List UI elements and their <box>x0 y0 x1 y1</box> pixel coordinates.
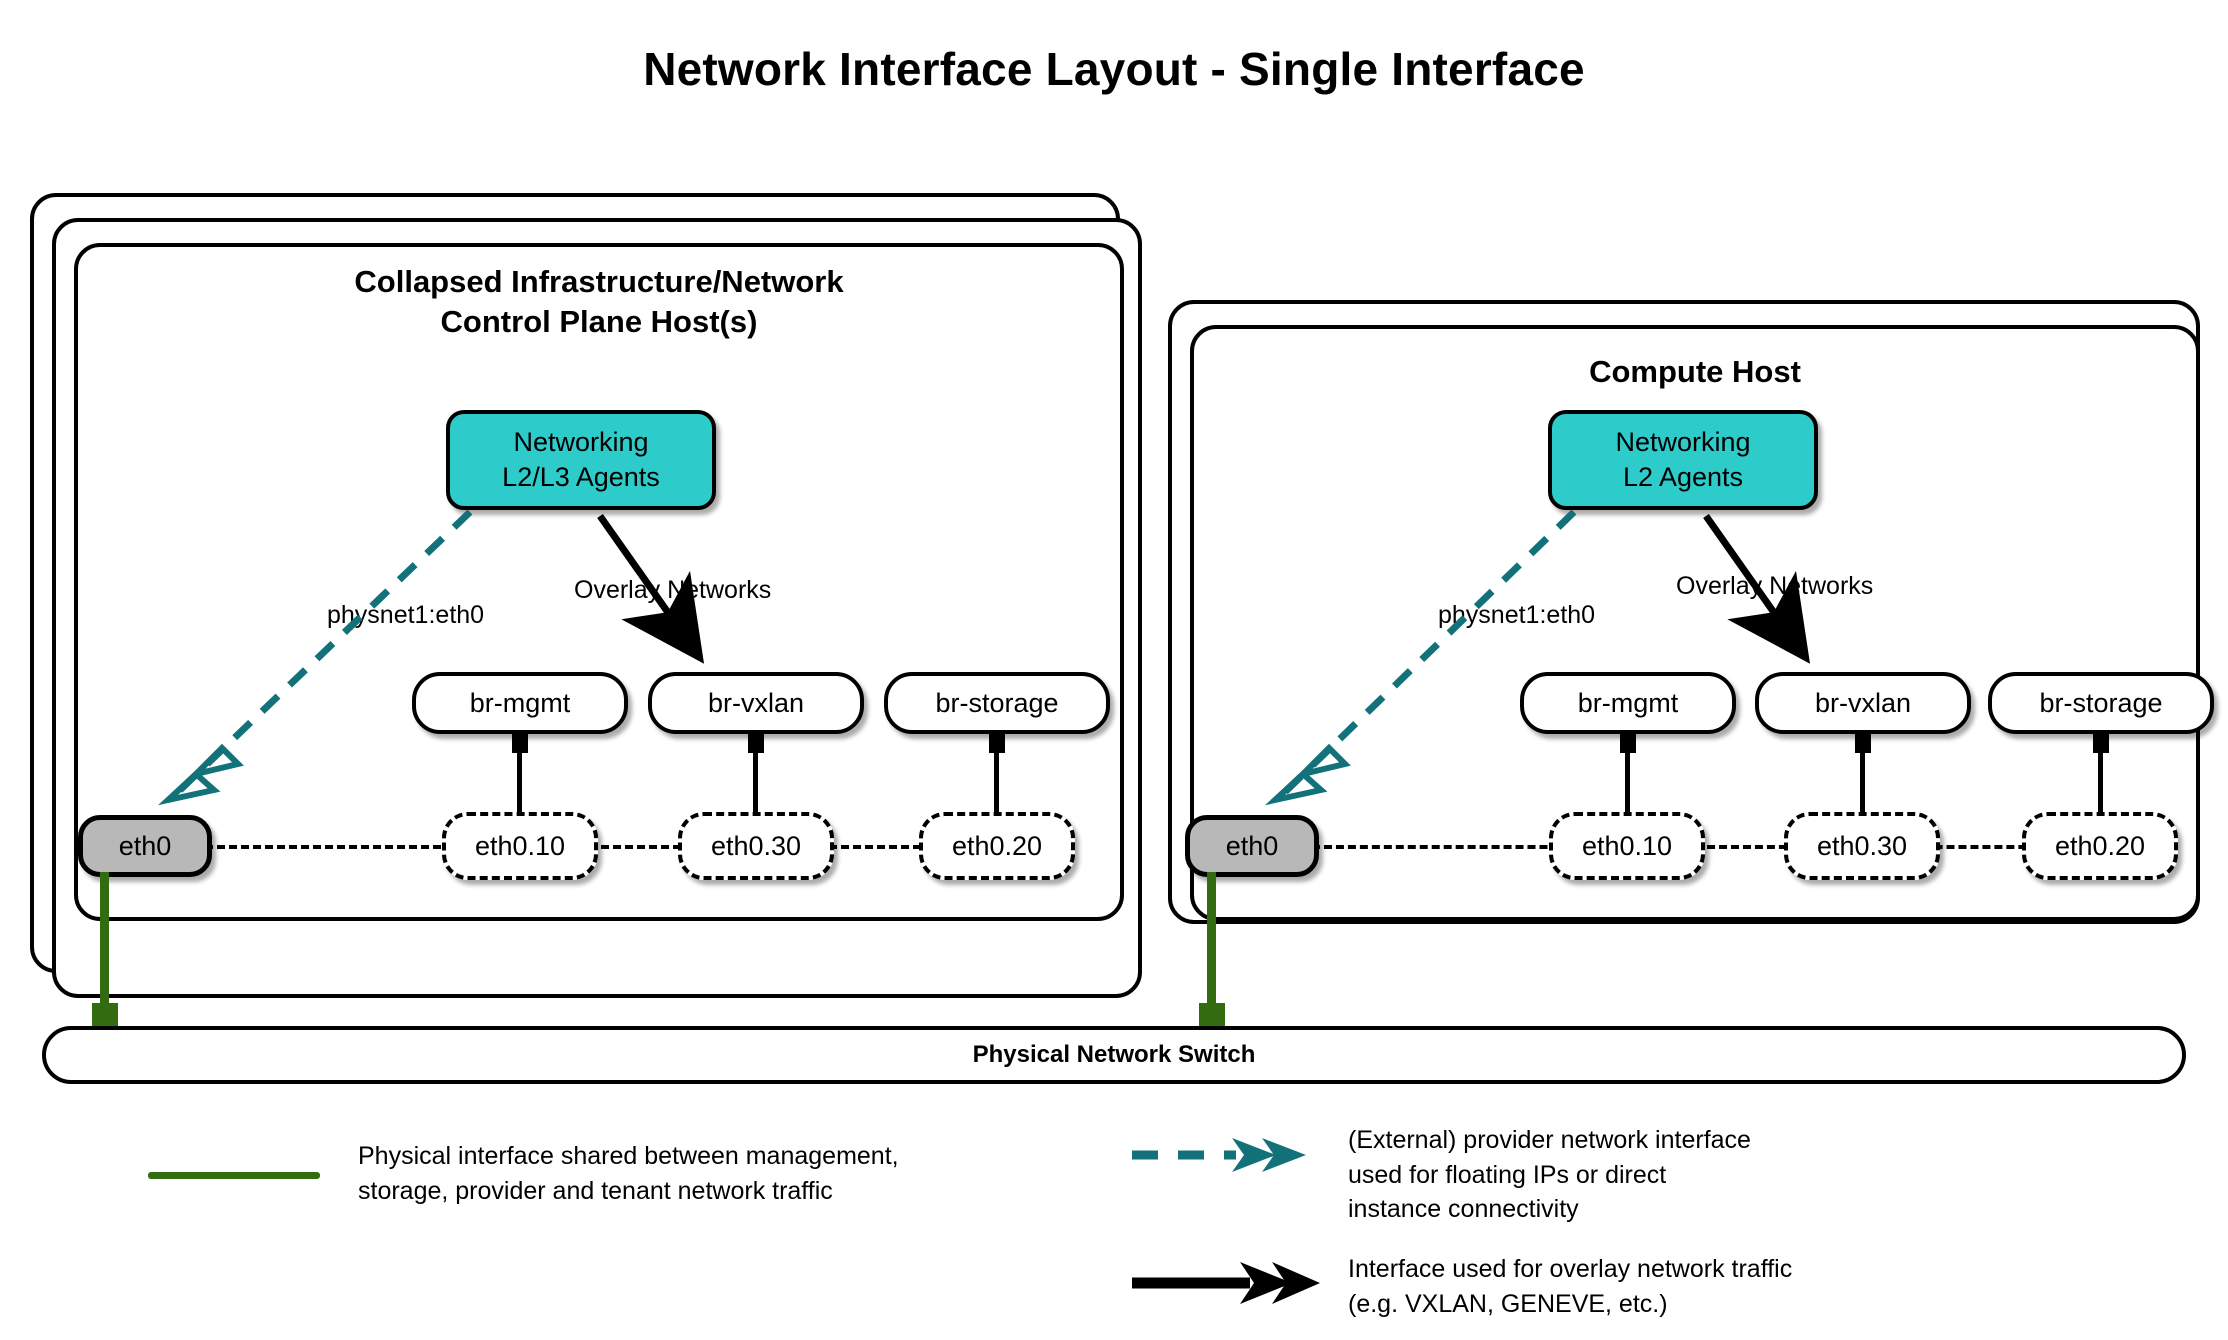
bridge-label: br-vxlan <box>1814 687 1912 718</box>
bridge-label: br-vxlan <box>707 687 805 718</box>
vlan-label: eth0.10 <box>474 830 566 861</box>
bridge-box-br-storage-control-plane[interactable]: br-storage <box>884 672 1110 734</box>
overlay-edge-label-compute: Overlay Networks <box>1676 572 1874 600</box>
bridge-stem <box>753 731 758 841</box>
agent-box-control-plane[interactable]: Networking L2/L3 Agents <box>446 410 716 510</box>
bridge-label: br-mgmt <box>469 687 571 718</box>
legend-marker-overlay-icon <box>1132 1262 1320 1304</box>
legend-text-provider: (External) provider network interface us… <box>1348 1126 1751 1223</box>
bridge-stem <box>2098 731 2103 841</box>
nic-label: eth0 <box>118 830 172 861</box>
nic-label: eth0 <box>1225 830 1279 861</box>
physical-link-line-compute <box>1207 872 1216 1014</box>
bridge-box-br-storage-compute[interactable]: br-storage <box>1988 672 2214 734</box>
host-title-compute: Compute Host <box>1589 354 1801 389</box>
bridge-stem <box>517 731 522 841</box>
vlan-label: eth0.20 <box>951 830 1043 861</box>
legend-text-overlay: Interface used for overlay network traff… <box>1348 1255 1793 1318</box>
page-title: Network Interface Layout - Single Interf… <box>643 43 1585 95</box>
bridge-box-br-mgmt-compute[interactable]: br-mgmt <box>1520 672 1736 734</box>
physical-link-line-control-plane <box>100 872 109 1014</box>
vlan-bus-line-control-plane <box>205 845 1065 849</box>
vlan-box-eth0-20-control-plane[interactable]: eth0.20 <box>919 812 1075 880</box>
vlan-bus-line-compute <box>1312 845 2170 849</box>
bridge-box-br-vxlan-compute[interactable]: br-vxlan <box>1755 672 1971 734</box>
vlan-label: eth0.30 <box>1816 830 1908 861</box>
physical-link-connector-control-plane <box>92 1003 118 1029</box>
bridge-box-br-vxlan-control-plane[interactable]: br-vxlan <box>648 672 864 734</box>
agent-label-line1: Networking <box>1615 426 1751 457</box>
switch-label: Physical Network Switch <box>972 1041 1256 1068</box>
vlan-box-eth0-20-compute[interactable]: eth0.20 <box>2022 812 2178 880</box>
agent-box-compute[interactable]: Networking L2 Agents <box>1548 410 1818 510</box>
bridge-label: br-mgmt <box>1577 687 1679 718</box>
legend-text-physical: Physical interface shared between manage… <box>358 1142 899 1205</box>
agent-label-line2: L2 Agents <box>1622 462 1744 492</box>
bridge-stem <box>1625 731 1630 841</box>
vlan-box-eth0-10-control-plane[interactable]: eth0.10 <box>442 812 598 880</box>
overlay-edge-label-control-plane: Overlay Networks <box>574 576 772 604</box>
nic-box-eth0-control-plane[interactable]: eth0 <box>78 815 212 877</box>
provider-edge-label-compute: physnet1:eth0 <box>1438 601 1596 629</box>
bridge-stem <box>994 731 999 841</box>
legend-marker-provider-icon <box>1132 1138 1306 1172</box>
nic-box-eth0-compute[interactable]: eth0 <box>1185 815 1319 877</box>
vlan-box-eth0-10-compute[interactable]: eth0.10 <box>1549 812 1705 880</box>
vlan-box-eth0-30-control-plane[interactable]: eth0.30 <box>678 812 834 880</box>
provider-edge-label-control-plane: physnet1:eth0 <box>327 601 485 629</box>
vlan-label: eth0.30 <box>710 830 802 861</box>
vlan-box-eth0-30-compute[interactable]: eth0.30 <box>1784 812 1940 880</box>
host-title-control-plane: Collapsed Infrastructure/Network Control… <box>354 264 844 339</box>
vlan-label: eth0.20 <box>2054 830 2146 861</box>
vlan-label: eth0.10 <box>1581 830 1673 861</box>
legend-marker-physical-icon <box>148 1172 320 1179</box>
agent-label-line1: Networking <box>513 426 649 457</box>
bridge-label: br-storage <box>935 687 1059 718</box>
physical-link-connector-compute <box>1199 1003 1225 1029</box>
physical-network-switch[interactable]: Physical Network Switch <box>42 1026 2186 1084</box>
bridge-box-br-mgmt-control-plane[interactable]: br-mgmt <box>412 672 628 734</box>
bridge-label: br-storage <box>2039 687 2163 718</box>
agent-label-line2: L2/L3 Agents <box>502 462 660 492</box>
bridge-stem <box>1860 731 1865 841</box>
